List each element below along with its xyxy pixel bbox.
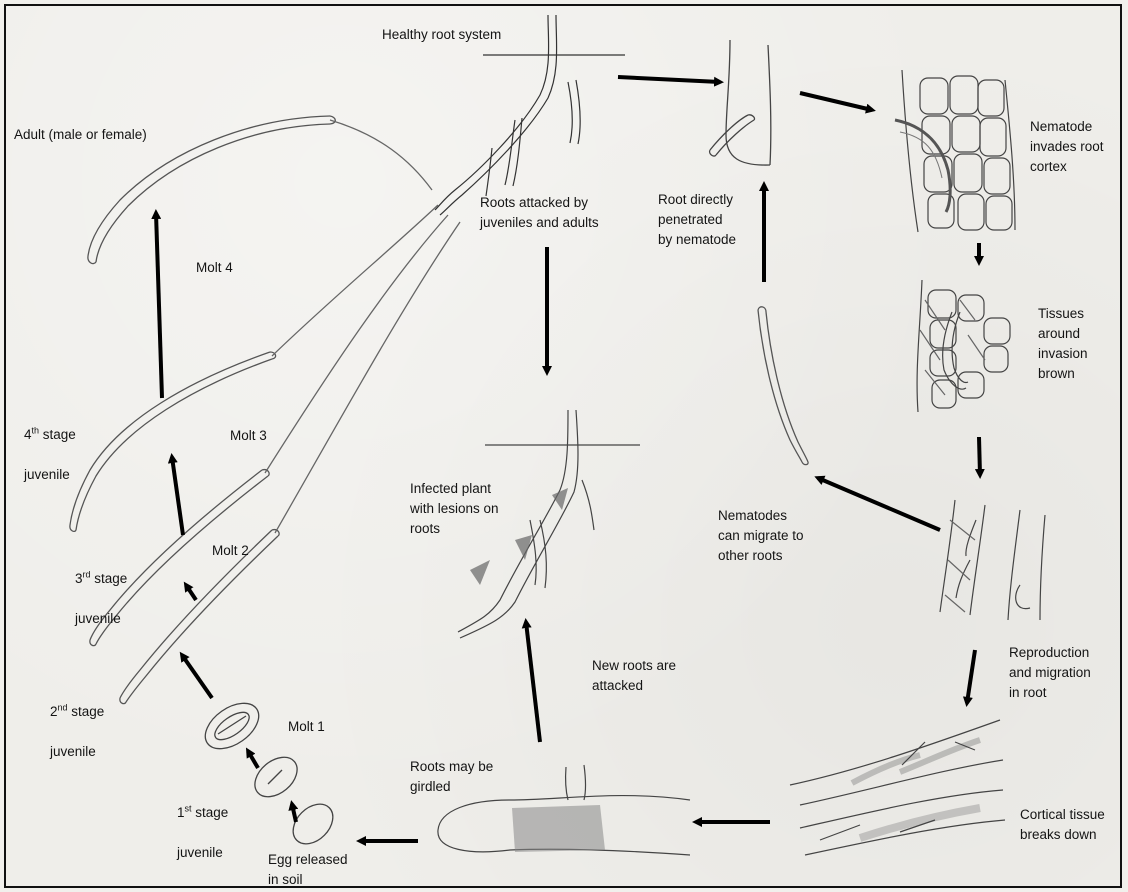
- migrating-nematode: [758, 307, 808, 465]
- arrow-third-to-fourth: [156, 213, 162, 398]
- label-infected-plant: Infected plant with lesions on roots: [410, 479, 499, 539]
- stage-word: stage: [39, 427, 76, 442]
- fourth-stage-juvenile: [70, 205, 438, 531]
- label-new-roots: New roots are attacked: [592, 656, 676, 696]
- tissues-brown-cells: [917, 280, 1010, 412]
- label-roots-girdled: Roots may be girdled: [410, 757, 493, 797]
- label-fourth-stage-juvenile: 4th stage juvenile: [24, 405, 76, 505]
- arrow-girdled-up: [526, 622, 540, 742]
- label-nematodes-migrate: Nematodes can migrate to other roots: [718, 506, 804, 566]
- label-tissues-brown: Tissues around invasion brown: [1038, 304, 1088, 384]
- arrow-first-to-molt1: [248, 751, 258, 768]
- label-molt-3: Molt 3: [230, 426, 267, 446]
- ordinal-suffix: rd: [83, 570, 91, 580]
- arrow-first-up: [292, 804, 296, 822]
- cycle-arrows: [156, 77, 980, 841]
- root-tip-penetration: [710, 40, 771, 165]
- label-cortical-breaks: Cortical tissue breaks down: [1020, 805, 1105, 845]
- arrow-molt2: [186, 585, 196, 600]
- stage-word: stage: [192, 805, 229, 820]
- label-first-stage-juvenile: 1st stage juvenile: [177, 783, 228, 883]
- stage-word: stage: [68, 704, 105, 719]
- label-molt-4: Molt 4: [196, 258, 233, 278]
- ordinal-suffix: nd: [58, 703, 68, 713]
- arrow-egg-to-second: [182, 655, 212, 698]
- label-third-stage-juvenile: 3rd stage juvenile: [75, 549, 127, 649]
- stage-number: 2: [50, 704, 58, 719]
- label-roots-attacked: Roots attacked by juveniles and adults: [480, 193, 599, 233]
- third-stage-juvenile: [90, 215, 448, 646]
- juvenile-word: juvenile: [24, 465, 76, 485]
- arrow-healthy-to-penetration: [618, 77, 720, 82]
- label-second-stage-juvenile: 2nd stage juvenile: [50, 682, 104, 782]
- arrow-second-to-third: [172, 457, 183, 535]
- arrow-repro-down: [967, 650, 975, 703]
- label-invades-cortex: Nematode invades root cortex: [1030, 117, 1104, 177]
- label-reproduction: Reproduction and migration in root: [1009, 643, 1091, 703]
- juvenile-word: juvenile: [177, 843, 228, 863]
- cortical-breakdown-sketch: [790, 720, 1005, 855]
- label-healthy-root-system: Healthy root system: [382, 25, 501, 45]
- stage-number: 4: [24, 427, 32, 442]
- stage-word: stage: [91, 571, 128, 586]
- label-molt-2: Molt 2: [212, 541, 249, 561]
- label-adult: Adult (male or female): [14, 125, 147, 145]
- label-molt-1: Molt 1: [288, 717, 325, 737]
- arrow-brown-down: [979, 437, 980, 475]
- healthy-root-sketch: [435, 15, 625, 215]
- arrow-migrate-left: [818, 478, 940, 530]
- ordinal-suffix: th: [32, 426, 40, 436]
- arrow-penetration-to-cortex: [800, 93, 872, 110]
- stage-number: 1: [177, 805, 185, 820]
- label-egg-released: Egg released in soil: [268, 850, 348, 890]
- root-cortex-cells: [895, 70, 1015, 232]
- juvenile-word: juvenile: [50, 742, 104, 762]
- label-root-penetrated: Root directly penetrated by nematode: [658, 190, 736, 250]
- ordinal-suffix: st: [185, 804, 192, 814]
- reproduction-root-section: [940, 500, 1045, 620]
- juvenile-word: juvenile: [75, 609, 127, 629]
- stage-number: 3: [75, 571, 83, 586]
